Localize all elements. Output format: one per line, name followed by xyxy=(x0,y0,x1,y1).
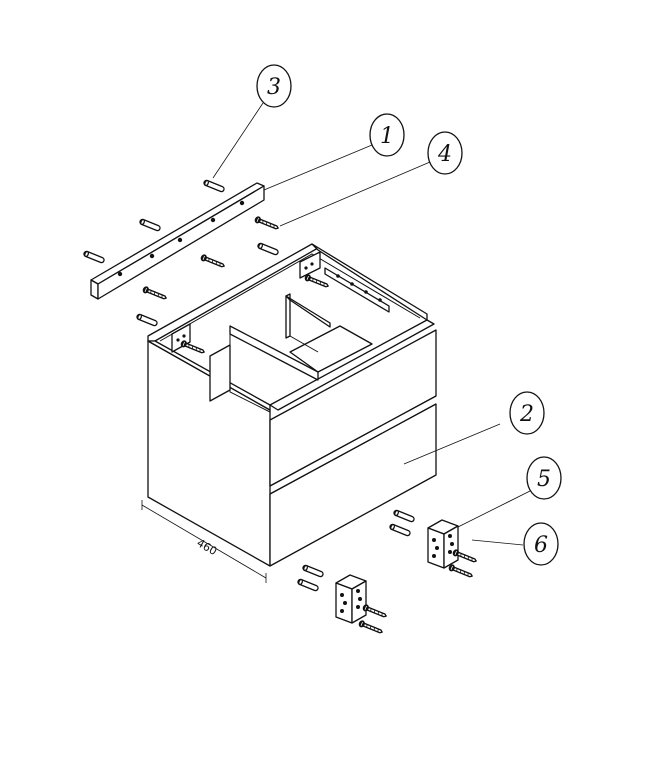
callout-4: 4 xyxy=(279,131,463,227)
callout-6: 6 xyxy=(471,522,559,566)
callout-3: 3 xyxy=(212,64,292,179)
rail-part xyxy=(90,182,265,300)
inner-bracket-front xyxy=(171,323,191,353)
callout-1: 1 xyxy=(263,113,405,191)
leg-bracket-left xyxy=(296,563,389,637)
callout-1-label: 1 xyxy=(380,124,394,149)
callout-5-label: 5 xyxy=(537,467,551,492)
callout-5: 5 xyxy=(457,456,562,528)
inner-bracket-back xyxy=(299,251,321,279)
leg-bracket-right xyxy=(388,508,479,581)
callout-6-label: 6 xyxy=(534,533,548,558)
depth-dimension-label: 460 xyxy=(195,536,220,558)
callout-2-label: 2 xyxy=(519,402,534,427)
callout-3-label: 3 xyxy=(267,75,281,100)
cabinet-body xyxy=(147,243,437,567)
callout-4-label: 4 xyxy=(437,142,452,167)
callout-2: 2 xyxy=(403,391,545,465)
